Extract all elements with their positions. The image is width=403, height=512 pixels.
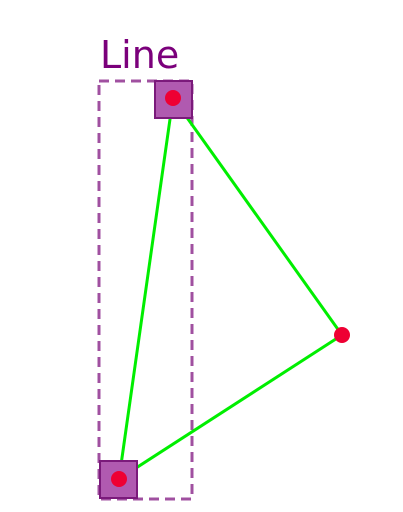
vertex-top[interactable] xyxy=(165,90,181,106)
edge-top-to-right[interactable] xyxy=(171,97,344,336)
vertex-bottom[interactable] xyxy=(111,471,127,487)
edge-bottom-to-right[interactable] xyxy=(118,333,343,481)
vertex-right[interactable] xyxy=(334,327,350,343)
diagram-label: Line xyxy=(100,33,179,77)
edge-top-to-bottom[interactable] xyxy=(117,97,175,480)
endpoint-handle-top[interactable] xyxy=(154,80,193,119)
